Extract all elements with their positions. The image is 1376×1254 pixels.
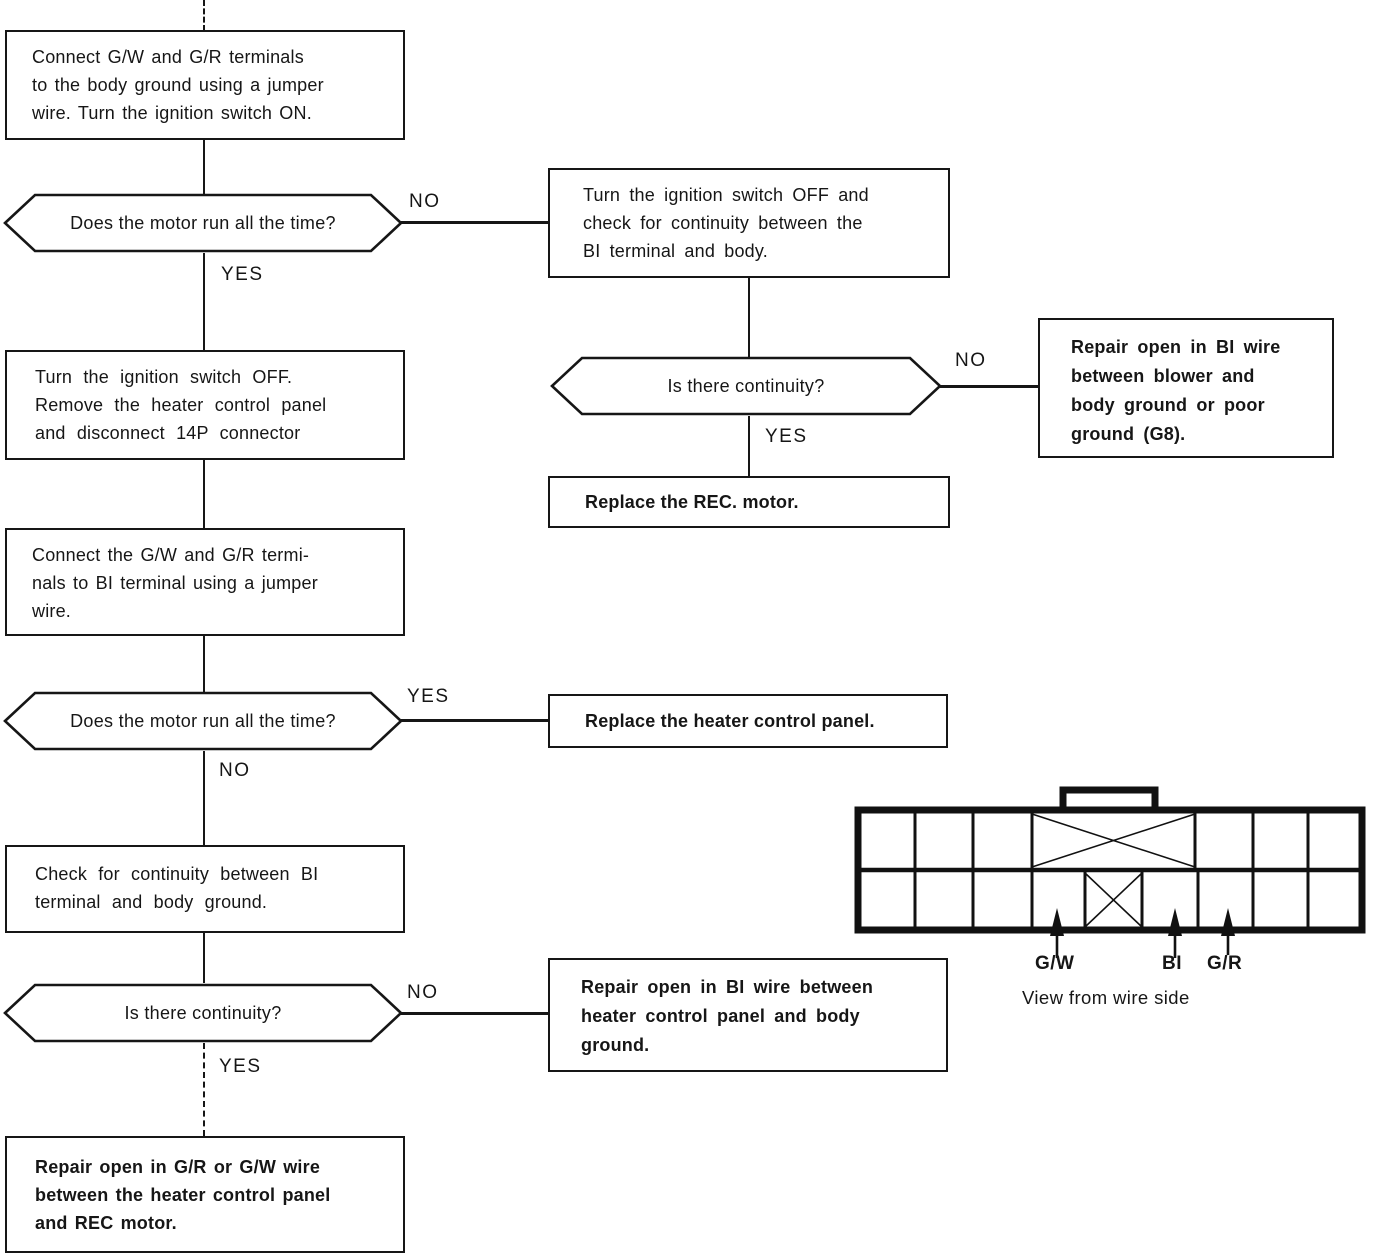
connector-outline bbox=[854, 786, 1366, 934]
flow-decision-motor-run-1: Does the motor run all the time? bbox=[3, 193, 403, 253]
branch-label-no-4: NO bbox=[407, 982, 439, 1003]
branch-label-no-1: NO bbox=[409, 191, 441, 212]
pin-label-gw: G/W bbox=[1035, 953, 1075, 974]
flow-decision-continuity-1: Is there continuity? bbox=[550, 356, 942, 416]
flow-edge-no-1 bbox=[401, 221, 548, 224]
flow-box-ignition-off-check: Turn the ignition switch OFF and check f… bbox=[548, 168, 950, 278]
branch-label-yes-2: YES bbox=[765, 426, 808, 447]
crossed-cell-top bbox=[1031, 813, 1196, 868]
pin-label-bi: BI bbox=[1162, 953, 1182, 974]
branch-label-no-3: NO bbox=[219, 760, 251, 781]
flow-edge-no-2 bbox=[940, 385, 1038, 388]
flow-decision-continuity-2: Is there continuity? bbox=[3, 983, 403, 1043]
branch-label-no-2: NO bbox=[955, 350, 987, 371]
flow-edge-9 bbox=[203, 1043, 205, 1136]
flow-box-replace-heater-panel: Replace the heater control panel. bbox=[548, 694, 948, 748]
branch-label-yes-1: YES bbox=[221, 264, 264, 285]
flow-edge-6 bbox=[203, 636, 205, 692]
flow-edge-1 bbox=[203, 140, 205, 194]
flow-box-connect-bi: Connect the G/W and G/R termi- nals to B… bbox=[5, 528, 405, 636]
flow-edge-2 bbox=[203, 253, 205, 350]
flow-box-repair-blower-ground: Repair open in BI wire between blower an… bbox=[1038, 318, 1334, 458]
decision-text: Does the motor run all the time? bbox=[70, 710, 336, 731]
flow-box-check-continuity-bi: Check for continuity between BI terminal… bbox=[5, 845, 405, 933]
flow-box-ignition-off-remove: Turn the ignition switch OFF. Remove the… bbox=[5, 350, 405, 460]
branch-label-yes-4: YES bbox=[219, 1056, 262, 1077]
flow-edge-no-4 bbox=[401, 1012, 548, 1015]
flow-edge-5 bbox=[203, 460, 205, 528]
connector-grid bbox=[858, 812, 1362, 928]
crossed-cell-bottom bbox=[1084, 872, 1143, 928]
flow-edge-7 bbox=[203, 751, 205, 845]
decision-text: Is there continuity? bbox=[124, 1002, 282, 1023]
pin-label-gr: G/R bbox=[1207, 953, 1243, 974]
gw-arrow-up-icon bbox=[1050, 908, 1064, 958]
flow-box-repair-gr-gw: Repair open in G/R or G/W wire between t… bbox=[5, 1136, 405, 1253]
flow-edge-yes-3 bbox=[401, 719, 548, 722]
flow-box-connect-ground: Connect G/W and G/R terminals to the bod… bbox=[5, 30, 405, 140]
flow-box-repair-bi-heater: Repair open in BI wire between heater co… bbox=[548, 958, 948, 1072]
flow-edge-4 bbox=[748, 416, 750, 476]
decision-text: Does the motor run all the time? bbox=[70, 212, 336, 233]
connector-14p-diagram bbox=[854, 786, 1366, 958]
decision-text: Is there continuity? bbox=[667, 375, 825, 396]
connector-caption: View from wire side bbox=[1022, 987, 1190, 1008]
branch-label-yes-3: YES bbox=[407, 686, 450, 707]
flow-box-replace-rec-motor: Replace the REC. motor. bbox=[548, 476, 950, 528]
flow-edge-8 bbox=[203, 933, 205, 983]
flow-edge-3 bbox=[748, 278, 750, 357]
gr-arrow-up-icon bbox=[1221, 908, 1235, 955]
connector-tab bbox=[1059, 786, 1159, 813]
flow-edge-entry bbox=[203, 0, 205, 31]
flow-decision-motor-run-2: Does the motor run all the time? bbox=[3, 691, 403, 751]
bi-arrow-up-icon bbox=[1168, 908, 1182, 958]
